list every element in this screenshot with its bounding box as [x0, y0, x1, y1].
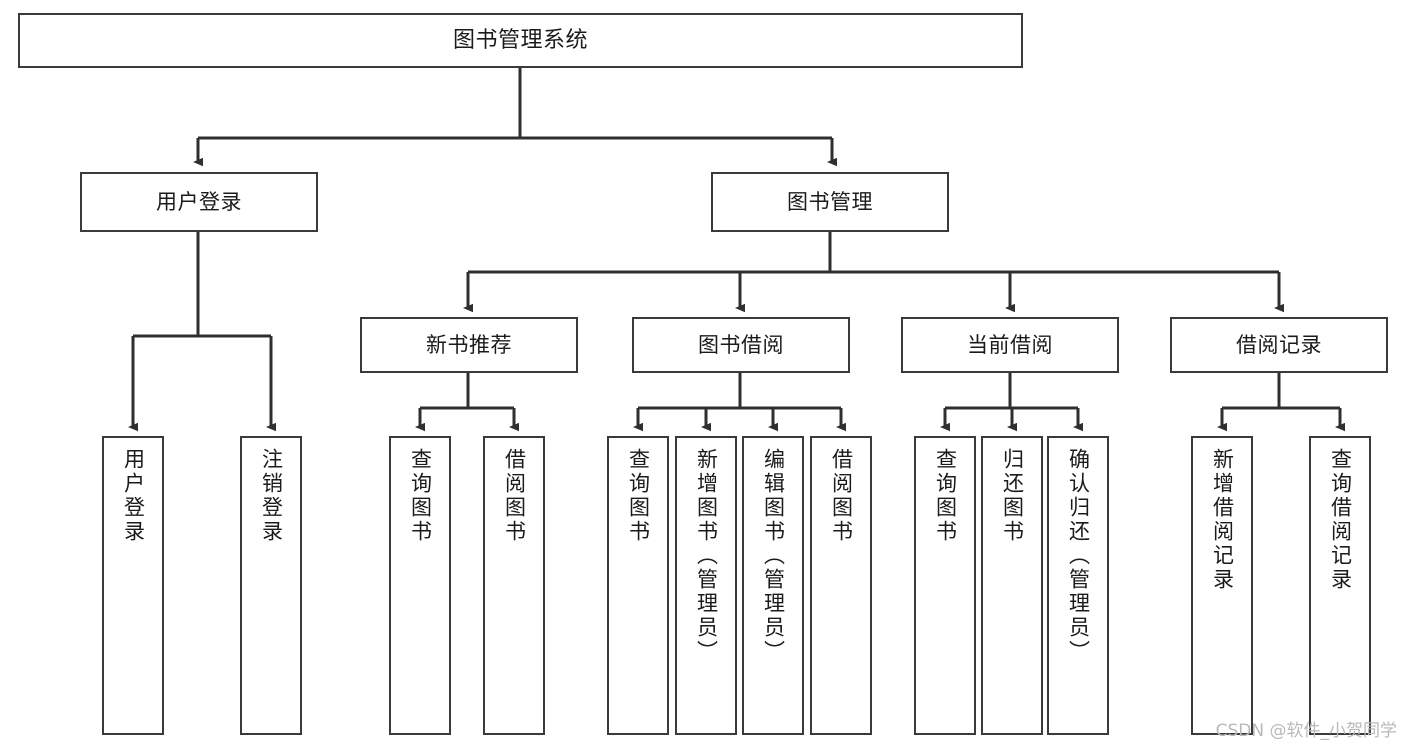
leaf-current-confirm-return-admin[interactable]: 确认归还（管理员） — [1047, 436, 1109, 735]
node-label: 用户登录 — [121, 448, 146, 544]
node-label: 注销登录 — [259, 448, 284, 544]
leaf-user-login-logout[interactable]: 注销登录 — [240, 436, 302, 735]
node-label: 新增借阅记录 — [1210, 448, 1235, 592]
node-label: 图书管理系统 — [452, 27, 588, 53]
node-label: 查询图书 — [626, 448, 651, 544]
leaf-user-login-login[interactable]: 用户登录 — [102, 436, 164, 735]
node-label: 查询图书 — [408, 448, 433, 544]
node-label: 借阅图书 — [829, 448, 854, 544]
leaf-record-add-record[interactable]: 新增借阅记录 — [1191, 436, 1253, 735]
node-book-borrow[interactable]: 图书借阅 — [632, 317, 850, 373]
node-label: 图书借阅 — [698, 332, 784, 357]
node-label: 借阅记录 — [1236, 332, 1322, 357]
leaf-new-book-query[interactable]: 查询图书 — [389, 436, 451, 735]
node-borrow-record[interactable]: 借阅记录 — [1170, 317, 1388, 373]
leaf-borrow-borrow-book[interactable]: 借阅图书 — [810, 436, 872, 735]
node-label: 用户登录 — [156, 189, 242, 214]
node-label: 查询借阅记录 — [1328, 448, 1353, 592]
leaf-borrow-add-book-admin[interactable]: 新增图书（管理员） — [675, 436, 737, 735]
node-label: 新增图书（管理员） — [694, 448, 719, 664]
node-label: 编辑图书（管理员） — [761, 448, 786, 664]
node-new-book-recommend[interactable]: 新书推荐 — [360, 317, 578, 373]
node-label: 查询图书 — [933, 448, 958, 544]
node-label: 借阅图书 — [502, 448, 527, 544]
node-label: 确认归还（管理员） — [1066, 448, 1091, 664]
leaf-current-query-book[interactable]: 查询图书 — [914, 436, 976, 735]
leaf-borrow-edit-book-admin[interactable]: 编辑图书（管理员） — [742, 436, 804, 735]
node-label: 图书管理 — [787, 189, 873, 214]
leaf-borrow-query-book[interactable]: 查询图书 — [607, 436, 669, 735]
node-label: 归还图书 — [1000, 448, 1025, 544]
leaf-new-book-borrow[interactable]: 借阅图书 — [483, 436, 545, 735]
node-book-management[interactable]: 图书管理 — [711, 172, 949, 232]
leaf-current-return-book[interactable]: 归还图书 — [981, 436, 1043, 735]
node-user-login[interactable]: 用户登录 — [80, 172, 318, 232]
leaf-record-query-record[interactable]: 查询借阅记录 — [1309, 436, 1371, 735]
node-current-borrow[interactable]: 当前借阅 — [901, 317, 1119, 373]
node-root-system[interactable]: 图书管理系统 — [18, 13, 1023, 68]
watermark-text: CSDN @软件_小贺同学 — [1215, 721, 1397, 741]
node-label: 当前借阅 — [967, 332, 1053, 357]
node-label: 新书推荐 — [426, 332, 512, 357]
